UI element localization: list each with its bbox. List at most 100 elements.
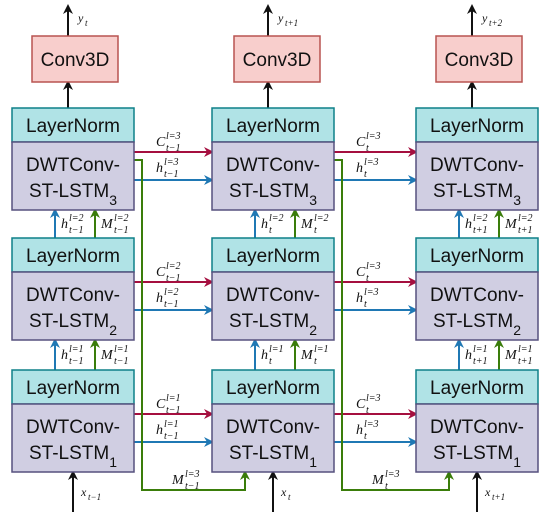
output-label-base: y [277, 11, 284, 25]
hidden-state-label-sup: l=1 [164, 419, 179, 430]
layernorm-label: LayerNorm [226, 378, 320, 399]
hidden-state-label-sup: l=2 [164, 287, 179, 298]
memory-up-label-sup: l=2 [518, 213, 533, 224]
hidden-state-label-sub: t [364, 431, 367, 442]
hidden-up-label-sup: l=1 [473, 344, 488, 355]
cell-label-line1: DWTConv- [226, 417, 320, 438]
input-label-base: x [80, 485, 87, 499]
hidden-state-label-sub: t [364, 169, 367, 180]
memory-up-label-base: M [300, 348, 314, 363]
hidden-up-label-sup: l=2 [69, 213, 84, 224]
layernorm-box [415, 237, 539, 273]
hidden-up-label-base: h [261, 217, 268, 232]
layernorm-label: LayerNorm [26, 378, 120, 399]
hidden-up-label-base: h [61, 348, 68, 363]
hidden-state-label-sub: t−1 [164, 431, 179, 442]
memory-up-label-sub: t [314, 356, 317, 367]
memory-loop-arrow [334, 159, 454, 491]
cell-state-label-sub: t−1 [166, 405, 181, 416]
cell-label-line1: DWTConv- [26, 285, 120, 306]
memory-up-label-sub: t−1 [114, 225, 129, 236]
memory-up-label-sub: t+1 [518, 225, 533, 236]
hidden-up-label-base: h [61, 217, 68, 232]
cell-label-line1: DWTConv- [226, 155, 320, 176]
memory-up-label-sup: l=1 [518, 344, 533, 355]
cell-label-line2: ST-LSTM2 [29, 311, 117, 338]
cell-state-label-sub: t [366, 405, 369, 416]
hidden-state-label-sup: l=3 [164, 157, 179, 168]
memory-up-label-sup: l=2 [114, 213, 129, 224]
dwtconv-st-lstm-cell [211, 403, 335, 473]
layernorm-label: LayerNorm [226, 246, 320, 267]
cell-state-label-sup: l=3 [366, 261, 381, 272]
hidden-up-label-sub: t [269, 356, 272, 367]
cell-label-line2: ST-LSTM1 [29, 443, 117, 470]
hidden-up-label-sup: l=1 [69, 344, 84, 355]
memory-loop-label-sup: l=3 [185, 469, 200, 480]
hidden-up-label-base: h [465, 348, 472, 363]
memory-loop-arrow [134, 159, 250, 491]
hidden-state-label-base: h [156, 291, 163, 306]
dwtconv-st-lstm-cell [415, 403, 539, 473]
conv3d-label: Conv3D [243, 50, 312, 71]
hidden-up-label-sup: l=2 [269, 213, 284, 224]
hidden-state-label-base: h [356, 161, 363, 176]
cell-state-label-sup: l=3 [366, 393, 381, 404]
cell-state-label-sub: t [366, 273, 369, 284]
cell-label-line2: ST-LSTM3 [433, 181, 521, 208]
output-label-base: y [481, 11, 488, 25]
cell-state-label-sub: t−1 [166, 273, 181, 284]
box-layer [11, 35, 539, 473]
hidden-state-label-base: h [156, 161, 163, 176]
dwtconv-st-lstm-cell [415, 141, 539, 211]
memory-loop-label-sub: t−1 [185, 481, 200, 492]
layernorm-label: LayerNorm [26, 116, 120, 137]
cell-state-label-base: C [356, 397, 366, 412]
memory-up-label-base: M [100, 217, 114, 232]
output-label-base: y [77, 11, 84, 25]
memory-up-label-base: M [504, 217, 518, 232]
cell-label-line2: ST-LSTM3 [229, 181, 317, 208]
memory-up-label-sup: l=1 [114, 344, 129, 355]
memory-loop-label-base: M [171, 473, 185, 488]
hidden-up-label-sub: t [269, 225, 272, 236]
hidden-up-label-base: h [261, 348, 268, 363]
dwtconv-st-lstm-cell [11, 271, 135, 341]
connection-layer [50, 4, 504, 512]
label-layer: Conv3DLayerNormDWTConv-ST-LSTM3LayerNorm… [26, 11, 533, 502]
cell-label-line2: ST-LSTM2 [229, 311, 317, 338]
dwtconv-st-lstm-cell [211, 271, 335, 341]
cell-state-label-base: C [156, 135, 166, 150]
cell-label-line2: ST-LSTM2 [433, 311, 521, 338]
hidden-up-label-sub: t+1 [473, 225, 488, 236]
cell-state-label-sup: l=2 [166, 261, 181, 272]
cell-label-line2: ST-LSTM1 [433, 443, 521, 470]
memory-loop-label-base: M [371, 473, 385, 488]
cell-label-line1: DWTConv- [430, 417, 524, 438]
cell-state-label-base: C [156, 397, 166, 412]
cell-label-line2: ST-LSTM1 [229, 443, 317, 470]
hidden-up-label-sup: l=2 [473, 213, 488, 224]
